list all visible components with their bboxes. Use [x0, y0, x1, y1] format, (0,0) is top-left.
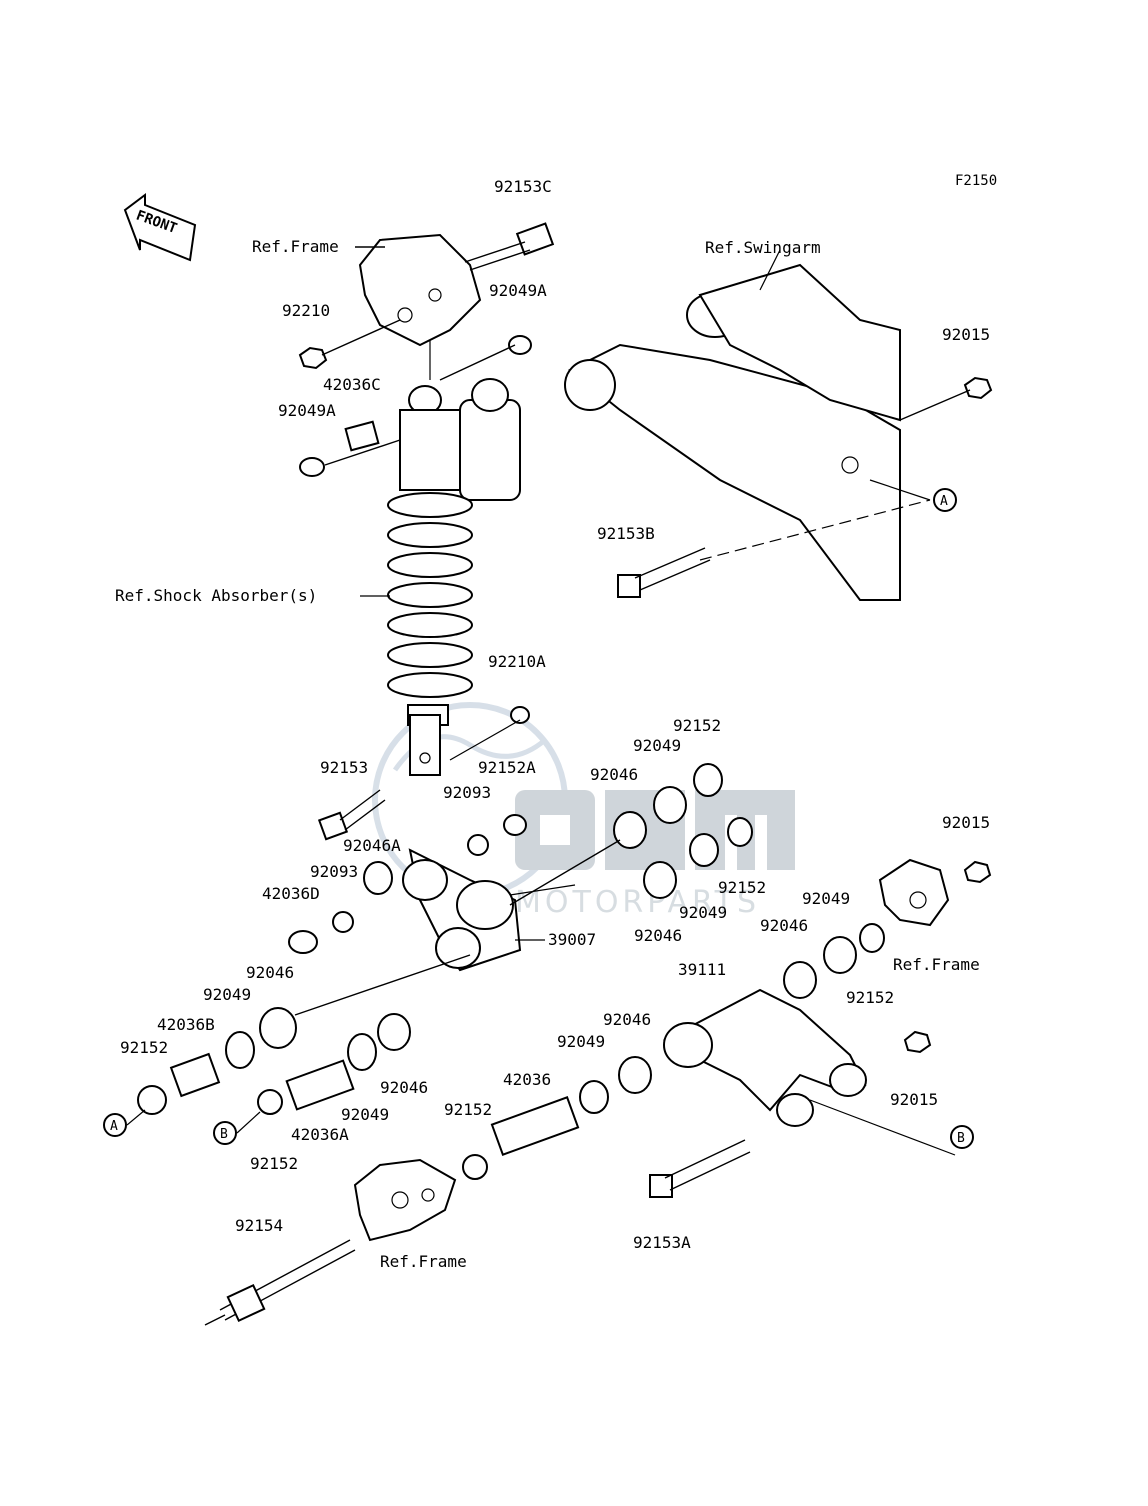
- part-label: 92210: [282, 301, 330, 320]
- watermark-text: MOTORPARTS: [515, 885, 760, 920]
- part-label: 92153: [320, 758, 368, 777]
- frame-top-bracket: [355, 233, 482, 347]
- part-label: 92046A: [343, 836, 401, 855]
- part-label: 92152A: [478, 758, 536, 777]
- part-label: 39111: [678, 960, 726, 979]
- shock-top-hardware: [298, 319, 532, 477]
- part-label: 92093: [443, 783, 491, 802]
- figure-code: F2150: [955, 173, 997, 189]
- part-label: 42036C: [323, 375, 381, 394]
- part-label: 42036B: [157, 1015, 215, 1034]
- lower-shock-hardware: [317, 706, 530, 856]
- part-label: 92049: [802, 889, 850, 908]
- shock-spring: [387, 492, 473, 698]
- reference-lines: [126, 249, 956, 1156]
- part-label: 92046: [634, 926, 682, 945]
- part-label: 92049: [557, 1032, 605, 1051]
- part-label: 92046: [590, 765, 638, 784]
- part-label: 92049: [341, 1105, 389, 1124]
- callout-a-left: A: [103, 1113, 127, 1137]
- shock-absorber: [387, 378, 521, 776]
- part-label: 42036A: [291, 1125, 349, 1144]
- part-label: 92152: [250, 1154, 298, 1173]
- part-label: 92046: [246, 963, 294, 982]
- part-label: 92153B: [597, 524, 655, 543]
- part-label: 42036: [503, 1070, 551, 1089]
- ref-shock-absorber-label: Ref.Shock Absorber(s): [115, 586, 317, 605]
- connecting-rod-hardware: [462, 923, 932, 1198]
- part-label: 92049: [633, 736, 681, 755]
- bearing-cluster-right: [509, 763, 753, 906]
- connecting-rod-39111: [662, 988, 867, 1127]
- part-label: 39007: [548, 930, 596, 949]
- callout-b-left-text: B: [220, 1127, 228, 1142]
- callout-a-left-text: A: [110, 1119, 118, 1134]
- part-label: 92049A: [278, 401, 336, 420]
- ref-frame-bottom-label: Ref.Frame: [380, 1252, 467, 1271]
- callout-a-right-text: A: [940, 494, 948, 509]
- part-label: 92152: [444, 1100, 492, 1119]
- part-label: 92152: [673, 716, 721, 735]
- part-label: 92153C: [494, 177, 552, 196]
- callout-b-right-text: B: [957, 1131, 965, 1146]
- frame-right-bracket: [878, 858, 992, 927]
- part-label: 92152: [120, 1038, 168, 1057]
- part-label: 92154: [235, 1216, 283, 1235]
- part-label: 92153A: [633, 1233, 691, 1252]
- frame-bottom-bracket: [204, 1158, 457, 1326]
- part-label: 92093: [310, 862, 358, 881]
- ref-swingarm-label: Ref.Swingarm: [705, 238, 821, 257]
- part-label: 92015: [942, 813, 990, 832]
- part-label: 92049: [203, 985, 251, 1004]
- part-label: 92015: [890, 1090, 938, 1109]
- bolt-92153c: [464, 222, 555, 271]
- part-label: 92015: [942, 325, 990, 344]
- front-arrow-icon: FRONT: [123, 193, 197, 262]
- callout-b-left: B: [213, 1121, 237, 1145]
- part-label: 92046: [380, 1078, 428, 1097]
- part-label: 92049: [679, 903, 727, 922]
- callout-a-right: A: [933, 488, 957, 512]
- bearing-cluster-left: [137, 861, 471, 1115]
- part-label: 92046: [760, 916, 808, 935]
- part-label: 92210A: [488, 652, 546, 671]
- rocker-arm-39007: [402, 848, 522, 972]
- callout-b-right: B: [950, 1125, 974, 1149]
- part-label: 92152: [846, 988, 894, 1007]
- part-label: 92046: [603, 1010, 651, 1029]
- part-label: 42036D: [262, 884, 320, 903]
- swingarm-hardware: [617, 376, 993, 598]
- swingarm: [564, 263, 901, 601]
- ref-frame-top-label: Ref.Frame: [252, 237, 339, 256]
- ref-frame-right-label: Ref.Frame: [893, 955, 980, 974]
- part-label: 92152: [718, 878, 766, 897]
- part-label: 92049A: [489, 281, 547, 300]
- part-labels: 92153C 92049A 92210 42036C 92049A 92015 …: [120, 177, 990, 1252]
